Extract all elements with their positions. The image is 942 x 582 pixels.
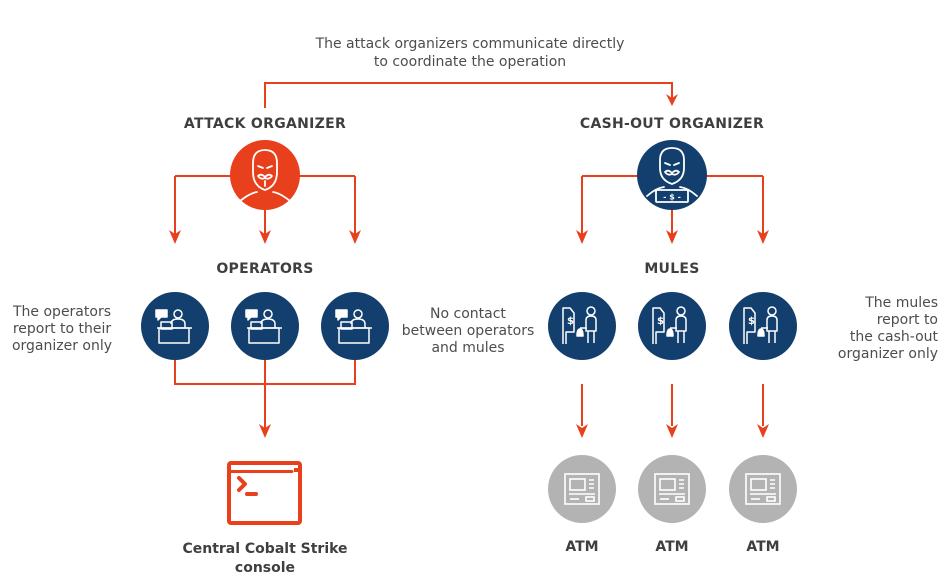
operators-label: OPERATORS bbox=[216, 261, 314, 277]
atm-node bbox=[729, 455, 797, 523]
atm-node bbox=[638, 455, 706, 523]
arrow-head-icon bbox=[576, 230, 588, 244]
operator-node bbox=[231, 292, 299, 360]
arrow-head-icon bbox=[666, 230, 678, 244]
atm-label: ATM bbox=[746, 539, 780, 555]
mule-node: $ bbox=[729, 292, 797, 360]
arrow-head-icon bbox=[259, 424, 271, 438]
mule-at-atm-icon: $ bbox=[562, 306, 597, 344]
operator-node bbox=[321, 292, 389, 360]
attack-organizer-label: ATTACK ORGANIZER bbox=[183, 116, 347, 132]
atm-label: ATM bbox=[655, 539, 689, 555]
mule-at-atm-icon: $ bbox=[743, 306, 778, 344]
svg-text:$: $ bbox=[657, 316, 664, 327]
atm-icon bbox=[745, 473, 781, 505]
cashout-organizer-node: - $ - bbox=[637, 140, 707, 210]
atm-node bbox=[548, 455, 616, 523]
cashout-branch-arrows bbox=[576, 230, 769, 244]
atm-label: ATM bbox=[565, 539, 599, 555]
svg-text:$: $ bbox=[567, 316, 574, 327]
atm-icon bbox=[564, 473, 600, 505]
operator-node bbox=[141, 292, 209, 360]
operator-at-desk-icon bbox=[335, 309, 372, 344]
arrow-head-icon bbox=[576, 424, 588, 438]
arrow-head-icon bbox=[666, 94, 678, 106]
attack-organizer-node bbox=[230, 140, 300, 210]
arrow-head-icon bbox=[259, 230, 271, 244]
console-window-button bbox=[294, 468, 298, 472]
arrow-head-icon bbox=[757, 230, 769, 244]
arrow-head-icon bbox=[757, 424, 769, 438]
operator-at-desk-icon bbox=[245, 309, 282, 344]
mules-to-atms-connectors bbox=[581, 384, 764, 426]
operator-at-desk-icon bbox=[155, 309, 192, 344]
operators-group bbox=[141, 292, 389, 360]
console-label: Central Cobalt Strike console bbox=[182, 541, 348, 576]
top-caption: The attack organizers communicate direct… bbox=[315, 36, 625, 70]
arrow-head-icon bbox=[666, 424, 678, 438]
svg-text:$: $ bbox=[748, 316, 755, 327]
masked-hacker-icon bbox=[239, 149, 291, 202]
atms-group bbox=[548, 455, 797, 523]
attack-branch-arrows bbox=[169, 230, 361, 244]
mules-note: The mules report to the cash-out organiz… bbox=[837, 295, 938, 362]
mules-label: MULES bbox=[644, 261, 700, 277]
atm-arrows bbox=[576, 424, 769, 438]
masked-hacker-with-money-icon bbox=[646, 147, 698, 203]
mules-group: $ $ $ bbox=[548, 292, 797, 360]
dollar-sign-icon: - $ - bbox=[663, 193, 681, 202]
operators-to-console-connector bbox=[174, 360, 356, 428]
arrow-head-icon bbox=[169, 230, 181, 244]
cashout-organizer-label: CASH-OUT ORGANIZER bbox=[579, 116, 765, 132]
mule-node: $ bbox=[638, 292, 706, 360]
organizers-communication-connector bbox=[264, 82, 673, 108]
atm-icon bbox=[654, 473, 690, 505]
mule-node: $ bbox=[548, 292, 616, 360]
mule-at-atm-icon: $ bbox=[652, 306, 687, 344]
operators-note: The operators report to their organizer … bbox=[11, 304, 113, 354]
terminal-console-icon bbox=[227, 461, 302, 525]
no-contact-note: No contact between operators and mules bbox=[401, 306, 535, 356]
arrow-head-icon bbox=[349, 230, 361, 244]
